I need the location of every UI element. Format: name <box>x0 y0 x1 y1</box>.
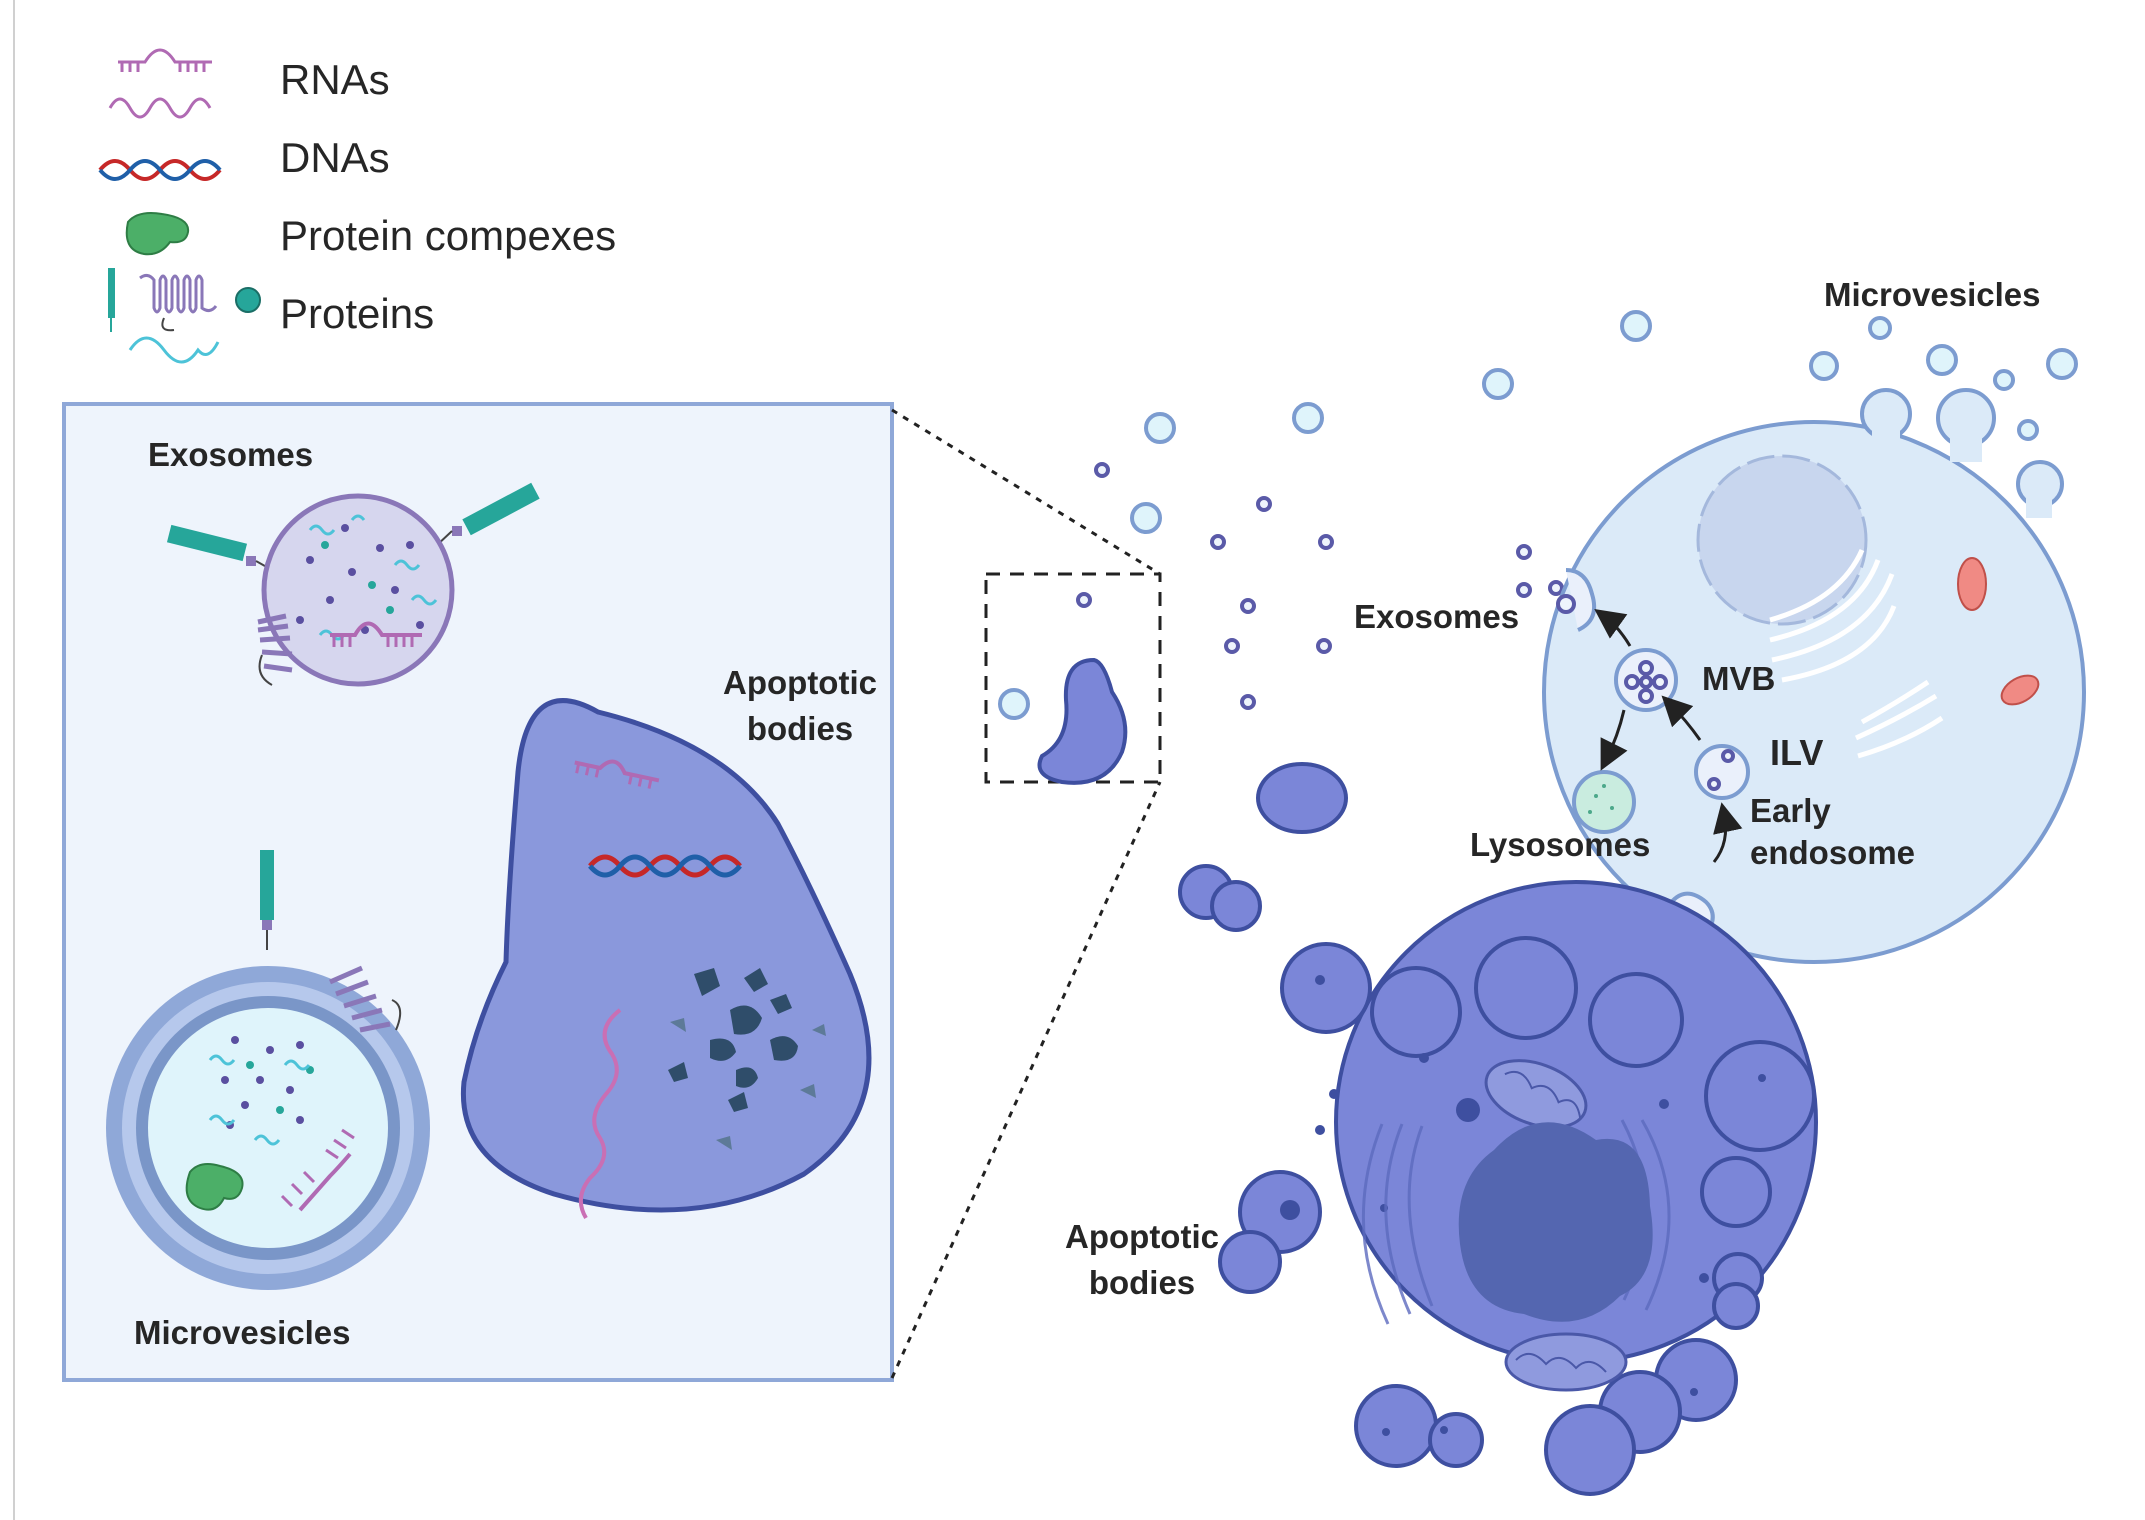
cell-label-apoptotic-line1: Apoptotic <box>1065 1218 1219 1255</box>
legend-label-dnas: DNAs <box>280 134 390 181</box>
legend-label-proteins: Proteins <box>280 290 435 337</box>
cell-label-microvesicles: Microvesicles <box>1824 276 2041 313</box>
protein-complex-legend-icon <box>125 212 190 256</box>
inset-label-apoptotic-line1: Apoptotic <box>723 664 877 701</box>
inset-microvesicle <box>106 850 430 1290</box>
floating-vesicles <box>998 310 2078 720</box>
legend-label-rnas: RNAs <box>280 56 390 103</box>
cell-label-ilv: ILV <box>1770 732 1824 773</box>
cell-label-lysosomes: Lysosomes <box>1470 826 1651 863</box>
protein-legend-icons <box>108 268 261 364</box>
zoom-connector-lines <box>890 408 1162 1379</box>
cell-label-exosomes: Exosomes <box>1354 598 1520 635</box>
cell-label-early-endosome-line1: Early <box>1750 792 1831 829</box>
secreting-cell <box>1542 388 2086 964</box>
legend-label-protein-complexes: Protein compexes <box>280 212 617 259</box>
inset-label-exosomes: Exosomes <box>148 436 314 473</box>
inset-label-apoptotic-line2: bodies <box>746 710 854 747</box>
inset-exosome <box>166 482 540 687</box>
rna-legend-icon <box>108 48 212 119</box>
cell-label-early-endosome-line2: endosome <box>1750 834 1916 871</box>
inset-apoptotic-body <box>460 698 872 1220</box>
cell-label-apoptotic-line2: bodies <box>1088 1264 1196 1301</box>
floating-apoptotic-bodies <box>1037 657 1348 932</box>
dna-legend-icon <box>98 159 222 181</box>
apoptotic-cell <box>1218 880 1818 1496</box>
cell-label-mvb: MVB <box>1702 660 1776 697</box>
inset-label-microvesicles: Microvesicles <box>134 1314 351 1351</box>
